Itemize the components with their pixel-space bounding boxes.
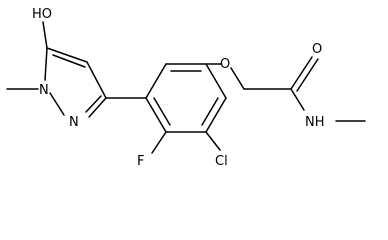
bond-carbonyl-o (290, 56, 313, 90)
bond-b6-fluorine (151, 131, 167, 154)
atom-amide-nh: NH (305, 115, 325, 130)
bond-carbonyl-o-inner (296, 58, 319, 92)
bond-b5-chlorine (205, 131, 221, 151)
bond-carbonyl-nh (290, 88, 305, 111)
bond-b4-b5 (205, 97, 227, 133)
bond-c3-n2-inner (85, 95, 102, 113)
bond-n1-c5 (44, 47, 48, 81)
bond-b3-b4 (205, 63, 227, 99)
atom-ether-oxygen: O (220, 57, 230, 72)
bond-b4-b5-inner (201, 97, 219, 126)
bond-c5-oh (42, 21, 48, 49)
atom-chlorine: Cl (215, 154, 228, 169)
bond-b6-b1-inner (153, 97, 171, 126)
bond-b1-b2 (145, 63, 167, 99)
bond-n2-n1 (49, 92, 65, 116)
atom-ring-nitrogen-double: N (69, 115, 79, 130)
atom-carbonyl-oxygen: O (312, 42, 322, 57)
atom-hydroxyl: HO (32, 7, 52, 22)
bond-c4-c3 (86, 61, 107, 99)
molecule-structure: HO N N O O NH F Cl (6, 7, 366, 169)
bond-c5-c4 (46, 47, 88, 63)
bond-c3-n2 (88, 97, 107, 118)
bond-c5-c4-inner (52, 54, 86, 68)
bond-b6-b1 (145, 97, 167, 133)
atom-fluorine: F (137, 154, 144, 169)
bond-ether-o-ch2 (230, 67, 245, 90)
atom-ring-nitrogen-methyl: N (39, 83, 49, 98)
